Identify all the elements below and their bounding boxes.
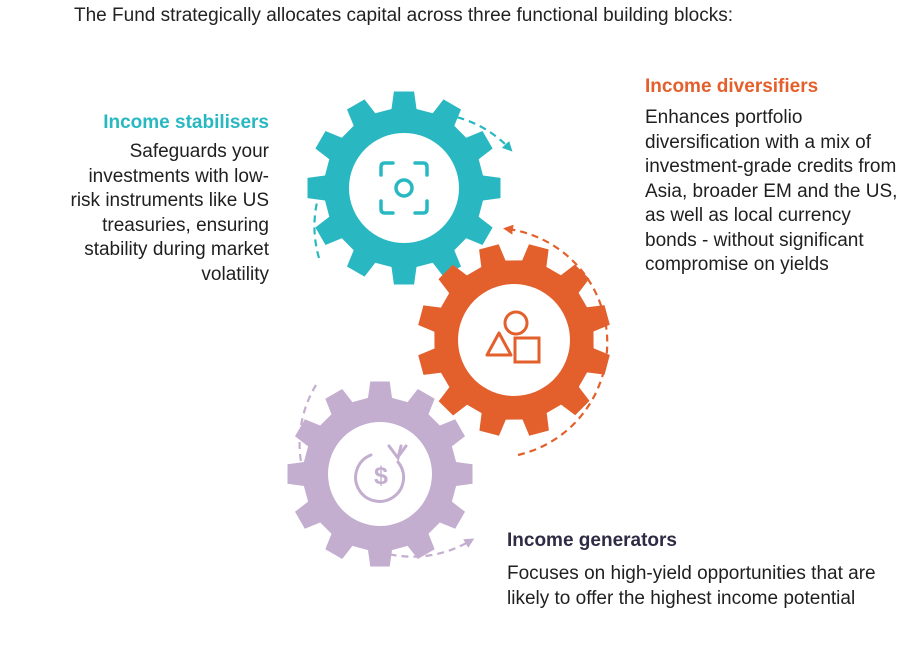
generators-title: Income generators xyxy=(507,530,677,551)
stabilisers-block: Income stabilisers Safeguards your inves… xyxy=(60,112,270,287)
stabilisers-title: Income stabilisers xyxy=(103,112,269,133)
camera-focus-icon xyxy=(379,161,429,215)
stabilisers-gear xyxy=(307,91,501,285)
svg-text:$: $ xyxy=(374,462,388,490)
diversifiers-gear xyxy=(418,244,610,436)
generators-body: Focuses on high-yield opportunities that… xyxy=(507,563,876,609)
generators-gear: $ xyxy=(287,381,473,567)
diversifiers-cycle-arc xyxy=(503,224,609,457)
diversifiers-block: Income diversifiers Enhances portfolio d… xyxy=(645,76,900,278)
dollar-cycle-icon: $ xyxy=(354,444,408,503)
intro-text: The Fund strategically allocates capital… xyxy=(74,5,734,26)
diversifiers-body: Enhances portfolio diversification with … xyxy=(645,107,898,275)
diversifiers-title: Income diversifiers xyxy=(645,76,819,97)
stabilisers-body: Safeguards your investments with low-ris… xyxy=(70,141,270,285)
shapes-icon xyxy=(485,310,541,364)
generators-block: Income generators Focuses on high-yield … xyxy=(507,530,899,611)
